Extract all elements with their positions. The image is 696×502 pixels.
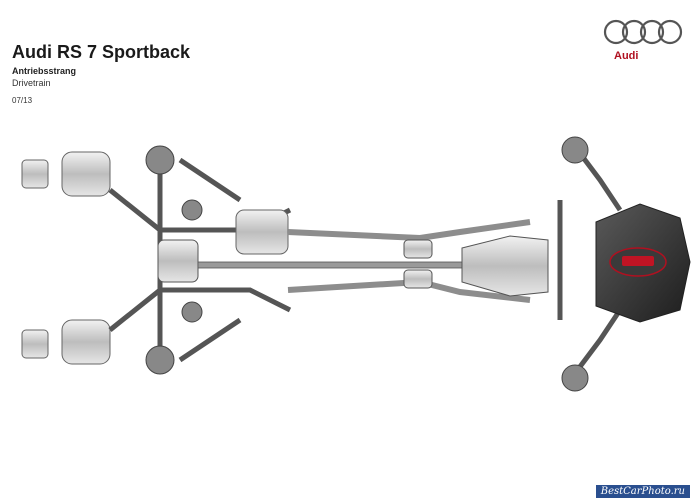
audi-rings-logo: [603, 19, 683, 45]
front-wheel-hubs: [561, 136, 589, 392]
subtitle-english: Drivetrain: [12, 78, 51, 88]
subtitle-german: Antriebsstrang: [12, 66, 77, 76]
exhaust-pipe-upper: [287, 219, 531, 242]
rear-muffler-left: [21, 151, 111, 197]
rear-differential: [157, 239, 199, 283]
rear-wheel-hubs: [145, 145, 203, 375]
brand-wordmark: Audi: [614, 50, 639, 62]
page-title: Audi RS 7 Sportback: [12, 42, 191, 62]
exhaust-pipe-lower: [287, 278, 531, 303]
rear-axle-subframe: [108, 150, 292, 370]
date-code: 07/13: [12, 96, 33, 105]
rear-muffler-right: [21, 319, 111, 365]
catalytic-converter-upper: [403, 239, 433, 259]
catalytic-converter-lower: [403, 269, 433, 289]
watermark: BestCarPhoto.ru: [595, 485, 690, 498]
center-muffler: [235, 209, 289, 255]
transmission: [461, 235, 549, 297]
engine-v8: [595, 203, 691, 323]
